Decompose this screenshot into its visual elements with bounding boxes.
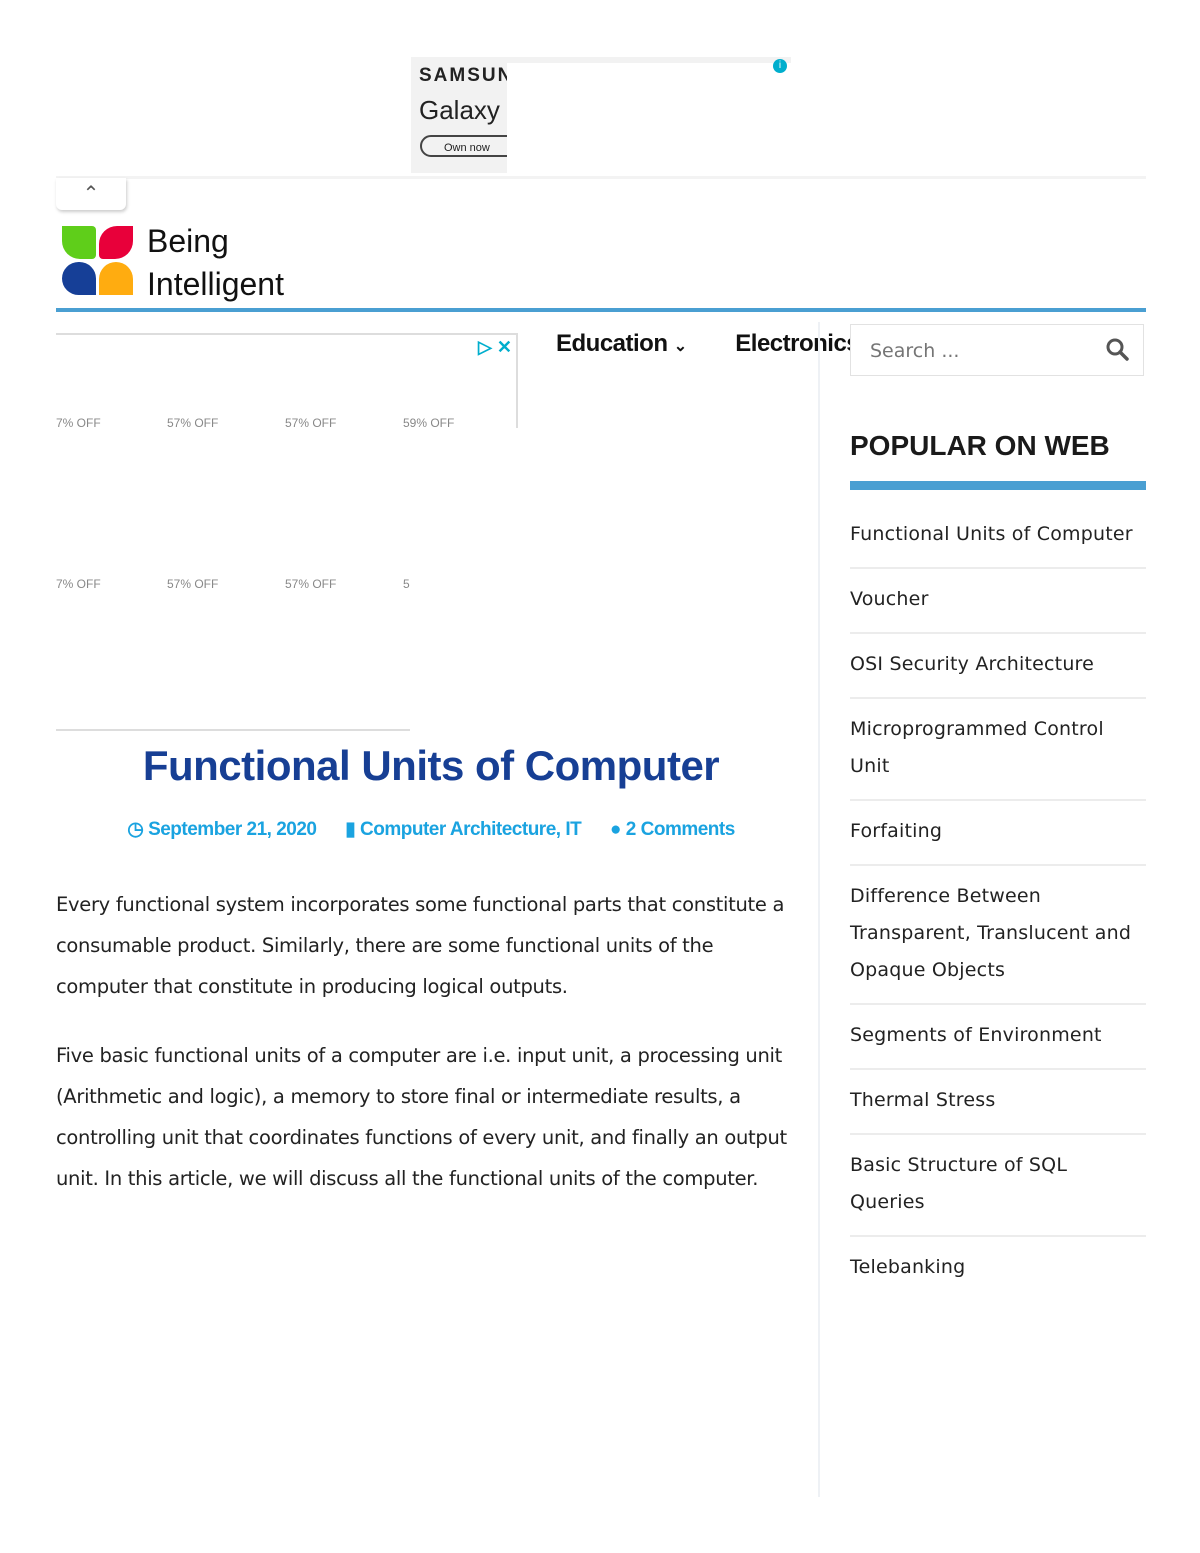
article-body: Every functional system incorporates som… [56, 884, 806, 1227]
comments-text: 2 Comments [625, 819, 736, 840]
popular-list: Functional Units of Computer Voucher OSI… [850, 514, 1146, 1300]
adchoices-icon[interactable]: i [773, 59, 787, 73]
popular-link[interactable]: Microprogrammed Control Unit [850, 699, 1146, 801]
header-rule [56, 308, 1146, 312]
article-meta: ◷ September 21, 2020 ▮ Computer Architec… [56, 818, 806, 841]
site-name[interactable]: Being Intelligent [147, 220, 284, 306]
ad-discount[interactable]: 7% OFF [56, 416, 101, 430]
sidebar-divider [818, 322, 820, 1497]
comment-icon: ● [610, 819, 621, 840]
ad-discount[interactable]: 57% OFF [167, 416, 219, 430]
search-icon[interactable] [1105, 337, 1131, 363]
paragraph: Every functional system incorporates som… [56, 893, 785, 998]
chevron-down-icon: ⌄ [673, 338, 687, 355]
ad-discount[interactable]: 57% OFF [285, 416, 337, 430]
site-logo[interactable] [62, 226, 134, 296]
post-categories[interactable]: ▮ Computer Architecture, IT [345, 819, 581, 840]
nav-item-electronics[interactable]: Electronics [735, 330, 850, 357]
top-divider [56, 176, 1146, 179]
ad-discount[interactable]: 7% OFF [56, 577, 101, 591]
chevron-up-icon: ⌃ [82, 183, 100, 205]
popular-link[interactable]: Forfaiting [850, 801, 1146, 866]
paragraph: Five basic functional units of a compute… [56, 1044, 787, 1190]
ad-discount[interactable]: 5 [403, 577, 410, 591]
inline-advertisement[interactable]: ▷ ✕ [56, 333, 518, 428]
ad-discount[interactable]: 57% OFF [285, 577, 337, 591]
article-title: Functional Units of Computer [142, 742, 720, 789]
ad-discount[interactable]: 57% OFF [167, 577, 219, 591]
logo-petal-orange [99, 262, 133, 295]
ad-cta-button[interactable]: Own now [420, 135, 507, 157]
ad-discount[interactable]: 59% OFF [403, 416, 455, 430]
popular-link[interactable]: Voucher [850, 569, 1146, 634]
popular-link[interactable]: Difference Between Transparent, Transluc… [850, 866, 1146, 1005]
popular-link[interactable]: OSI Security Architecture [850, 634, 1146, 699]
clock-icon: ◷ [127, 819, 144, 840]
popular-link[interactable]: Segments of Environment [850, 1005, 1146, 1070]
logo-petal-blue [62, 262, 96, 295]
collapse-ad-button[interactable]: ⌃ [56, 178, 126, 210]
post-comments[interactable]: ● 2 Comments [610, 819, 735, 840]
search-input[interactable] [868, 339, 1092, 363]
popular-link[interactable]: Telebanking [850, 1256, 966, 1278]
adchoices-icon[interactable]: ▷ [478, 337, 492, 357]
nav-item-education[interactable]: Education ⌄ [556, 330, 687, 358]
logo-petal-green [62, 226, 96, 259]
folder-icon: ▮ [345, 819, 356, 840]
post-date[interactable]: ◷ September 21, 2020 [127, 819, 317, 840]
popular-link[interactable]: Functional Units of Computer [850, 514, 1146, 569]
ad-strip [507, 57, 791, 63]
date-text: September 21, 2020 [148, 819, 317, 840]
sidebar-title-rule [850, 481, 1146, 490]
ad-divider [56, 729, 410, 731]
popular-link[interactable]: Thermal Stress [850, 1070, 1146, 1135]
logo-petal-red [99, 226, 133, 259]
site-name-line2: Intelligent [147, 266, 284, 302]
nav-label: Education [556, 330, 668, 357]
popular-link[interactable]: Basic Structure of SQL Queries [850, 1135, 1146, 1237]
site-name-line1: Being [147, 223, 229, 259]
close-icon[interactable]: ✕ [496, 337, 512, 357]
search-form [850, 324, 1144, 376]
ad-product: Galaxy [419, 95, 500, 125]
sidebar-title: POPULAR ON WEB [850, 430, 1110, 461]
main-nav: Education ⌄ Electronics [556, 330, 850, 366]
categories-text: Computer Architecture, IT [360, 819, 582, 840]
